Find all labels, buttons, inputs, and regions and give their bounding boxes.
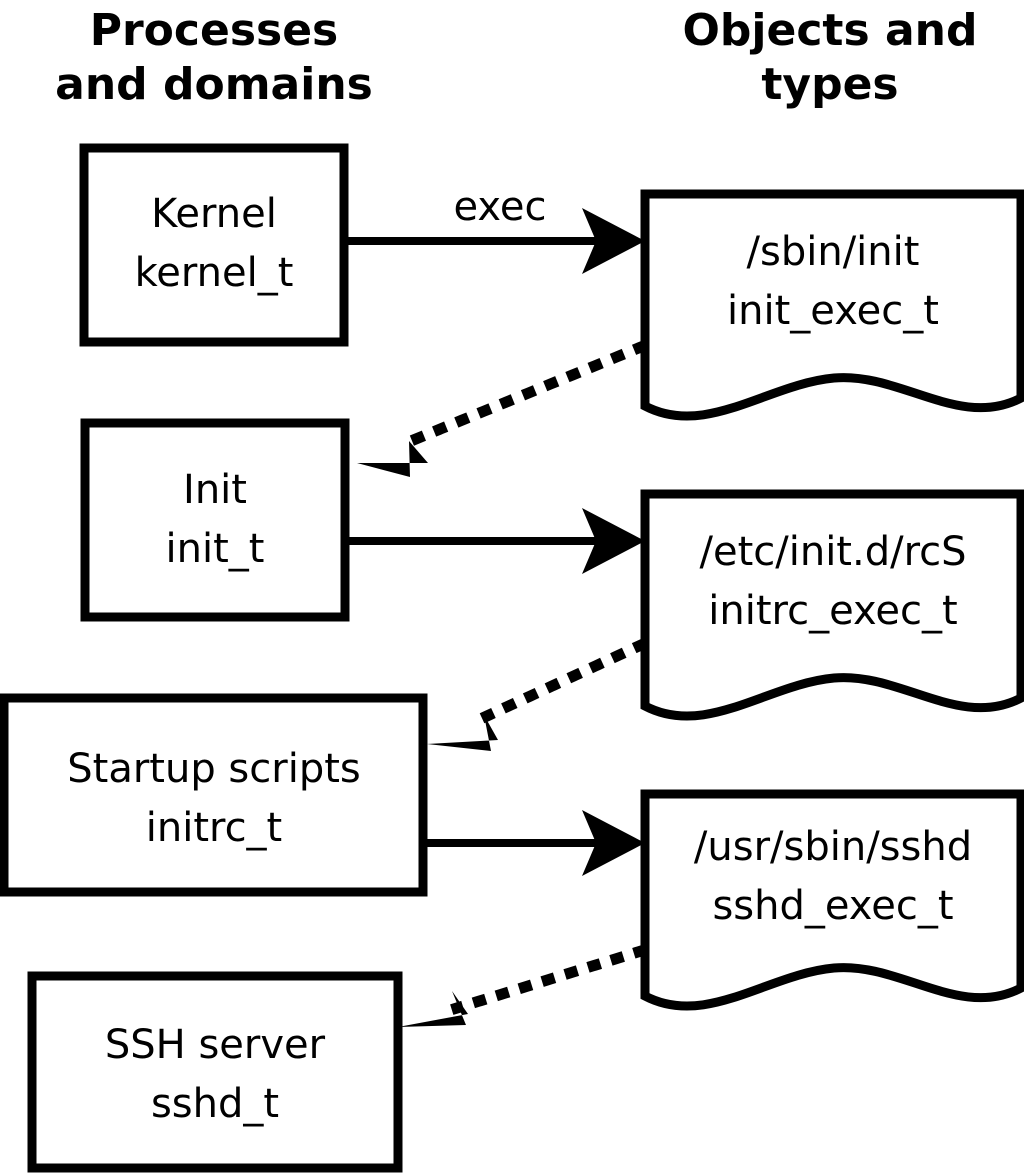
column-title-objects: Objects and types <box>683 5 978 110</box>
object-document-sshd-exec-shape[interactable] <box>640 789 1024 1011</box>
object-document-init-exec[interactable]: /sbin/init init_exec_t <box>640 189 1024 421</box>
object-document-initrc-exec-path: /etc/init.d/rcS <box>699 529 966 575</box>
process-box-kernel-shape[interactable] <box>79 143 349 347</box>
process-box-startup-scripts-shape[interactable] <box>0 693 428 897</box>
edge-kernel-exec-init-exec: exec <box>344 184 645 274</box>
process-box-init[interactable]: Init init_t <box>80 418 350 622</box>
process-box-ssh-server[interactable]: SSH server sshd_t <box>27 971 403 1173</box>
object-document-initrc-exec-type: initrc_exec_t <box>708 588 957 634</box>
process-box-startup-scripts-type: initrc_t <box>146 805 283 851</box>
edge-init-exec-initrc-exec-arrowhead <box>582 508 645 574</box>
edge-sshd-exec-transition-sshd <box>398 944 648 1027</box>
object-document-sshd-exec-path: /usr/sbin/sshd <box>694 824 972 870</box>
edge-init-exec-transition-init <box>357 339 649 477</box>
object-document-init-exec-type: init_exec_t <box>727 288 939 334</box>
object-document-init-exec-path: /sbin/init <box>747 229 920 275</box>
edge-initrc-exec-transition-initrc-line <box>479 637 649 724</box>
edge-initrc-exec-sshd-exec-arrowhead <box>582 810 645 876</box>
object-document-initrc-exec-shape[interactable] <box>640 489 1024 721</box>
process-box-init-shape[interactable] <box>80 418 350 622</box>
edge-initrc-exec-transition-initrc-arrowhead <box>427 715 498 751</box>
edge-kernel-exec-init-exec-arrowhead <box>582 208 645 274</box>
column-title-objects-line1: Objects and <box>683 5 978 56</box>
edge-label-exec: exec <box>454 184 547 230</box>
process-box-startup-scripts[interactable]: Startup scripts initrc_t <box>0 693 428 897</box>
object-document-sshd-exec-type: sshd_exec_t <box>712 883 953 929</box>
edge-init-exec-transition-init-arrowhead <box>357 441 428 477</box>
process-box-kernel-type: kernel_t <box>135 250 294 296</box>
edge-initrc-exec-sshd-exec <box>423 810 645 876</box>
edge-init-exec-transition-init-line <box>403 339 649 449</box>
process-box-kernel-name: Kernel <box>151 191 277 237</box>
object-document-sshd-exec[interactable]: /usr/sbin/sshd sshd_exec_t <box>640 789 1024 1011</box>
object-document-init-exec-shape[interactable] <box>640 189 1024 421</box>
column-title-processes: Processes and domains <box>55 5 373 110</box>
edge-sshd-exec-transition-sshd-arrowhead <box>398 991 468 1027</box>
edge-initrc-exec-transition-initrc <box>427 637 649 751</box>
process-box-startup-scripts-name: Startup scripts <box>67 746 360 792</box>
process-box-ssh-server-shape[interactable] <box>27 971 403 1173</box>
column-title-processes-line2: and domains <box>55 59 373 110</box>
process-box-init-type: init_t <box>166 526 265 572</box>
column-title-processes-line1: Processes <box>90 5 339 56</box>
process-box-ssh-server-type: sshd_t <box>151 1081 279 1127</box>
object-document-initrc-exec[interactable]: /etc/init.d/rcS initrc_exec_t <box>640 489 1024 721</box>
process-box-ssh-server-name: SSH server <box>105 1022 326 1068</box>
process-box-kernel[interactable]: Kernel kernel_t <box>79 143 349 347</box>
edge-sshd-exec-transition-sshd-line <box>450 944 648 1015</box>
process-box-init-name: Init <box>183 467 247 513</box>
column-title-objects-line2: types <box>761 59 898 110</box>
edge-init-exec-initrc-exec <box>345 508 645 574</box>
